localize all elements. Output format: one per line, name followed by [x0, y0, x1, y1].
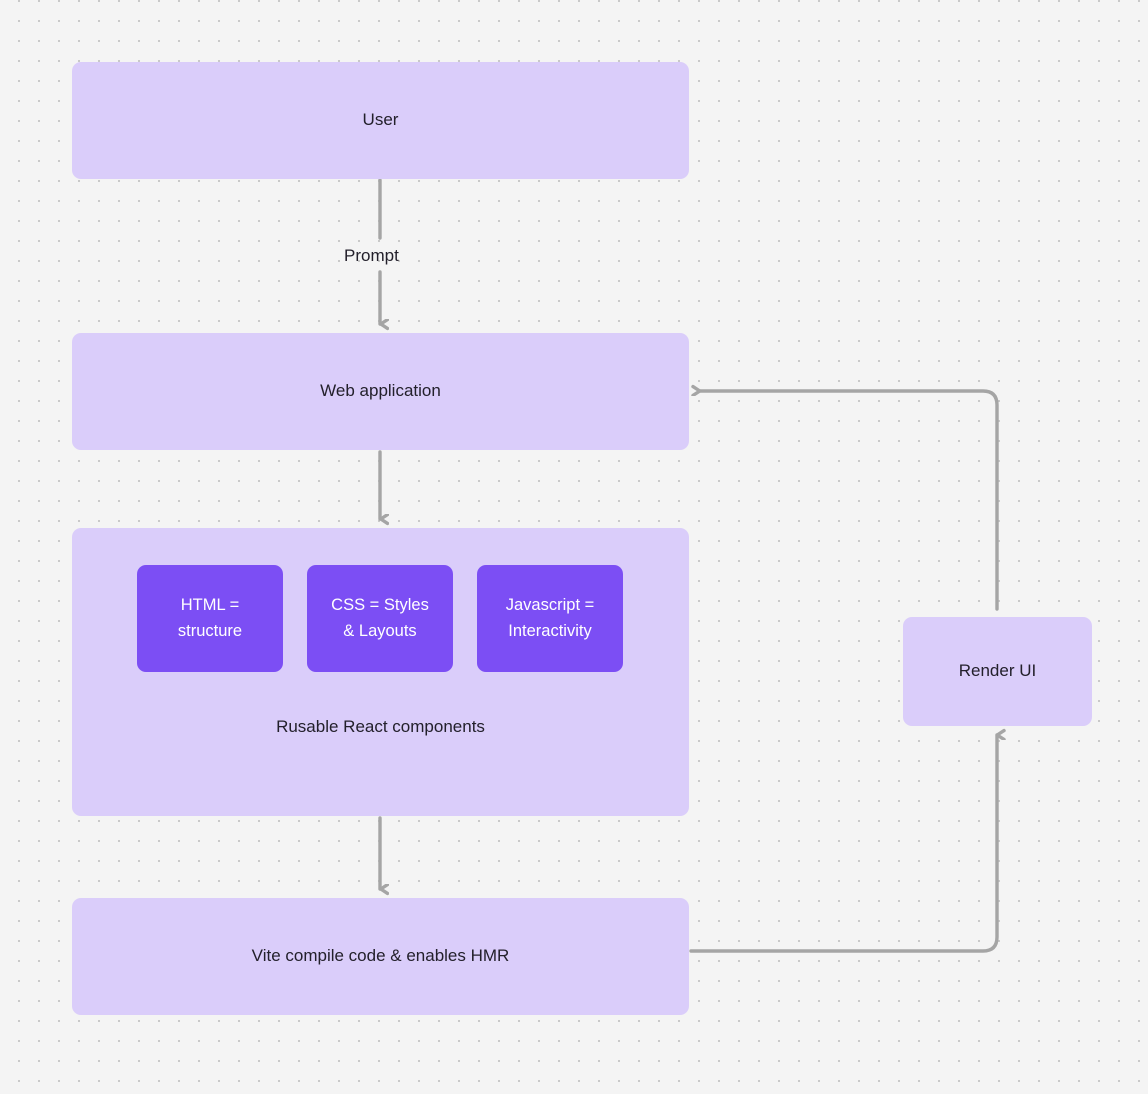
chip-css[interactable]: CSS = Styles & Layouts [307, 565, 453, 672]
node-react-components[interactable]: HTML = structure CSS = Styles & Layouts … [72, 528, 689, 816]
chip-javascript-label: Javascript = Interactivity [505, 595, 595, 640]
chip-javascript[interactable]: Javascript = Interactivity [477, 565, 623, 672]
node-render-ui[interactable]: Render UI [903, 617, 1092, 726]
chip-html-label: HTML = structure [177, 595, 243, 640]
edge-label-prompt: Prompt [344, 246, 399, 265]
node-user[interactable]: User [72, 62, 689, 179]
chip-row: HTML = structure CSS = Styles & Layouts … [137, 565, 624, 672]
chip-css-label: CSS = Styles & Layouts [331, 595, 429, 640]
node-vite[interactable]: Vite compile code & enables HMR [72, 898, 689, 1015]
node-react-components-label: Rusable React components [276, 717, 485, 736]
node-render-ui-label: Render UI [958, 661, 1037, 681]
node-web-application-label: Web application [320, 381, 441, 401]
node-user-label: User [362, 110, 399, 130]
chip-html[interactable]: HTML = structure [137, 565, 283, 672]
node-web-application[interactable]: Web application [72, 333, 689, 450]
edge-vite-to-render [689, 735, 997, 953]
edge-render-to-webapp [700, 391, 999, 611]
node-vite-label: Vite compile code & enables HMR [251, 946, 510, 966]
